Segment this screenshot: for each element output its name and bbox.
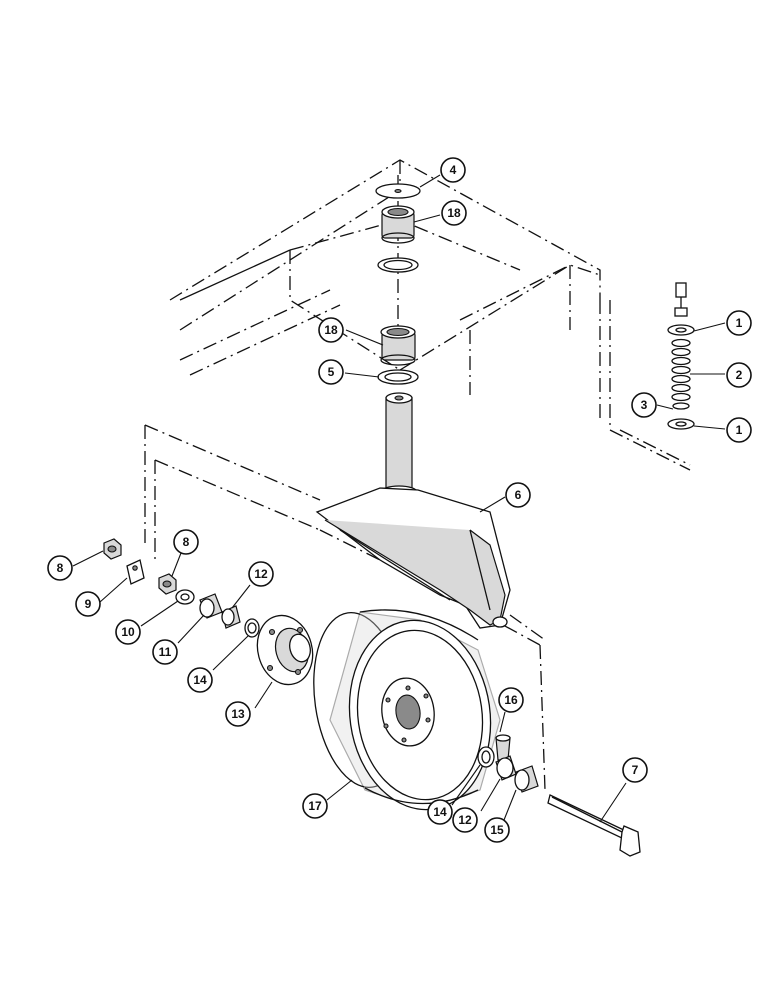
upper-ring [377,257,419,273]
svg-text:11: 11 [159,645,172,659]
bearing-cone-12-right [495,755,517,781]
svg-text:14: 14 [433,805,447,819]
svg-text:12: 12 [458,813,472,827]
callout-8-center: 8 [173,529,199,555]
svg-text:5: 5 [328,365,335,379]
svg-text:15: 15 [490,823,504,837]
bolt-stack-1-2-3 [667,282,695,430]
callout-11: 11 [152,639,178,665]
svg-text:3: 3 [641,398,648,412]
callout-10: 10 [115,619,141,645]
callout-13: 13 [225,701,251,727]
svg-text:18: 18 [447,206,461,220]
svg-text:10: 10 [121,625,135,639]
bushing-18-lower [380,325,416,366]
detail-frame-outline [609,300,691,471]
callout-9: 9 [75,591,101,617]
svg-text:1: 1 [736,423,743,437]
nut-8-left [103,538,122,560]
washer-5 [377,369,419,385]
cap-washer-4 [375,183,421,199]
callout-3: 3 [631,392,657,418]
callout-15: 15 [484,817,510,843]
svg-text:12: 12 [254,567,268,581]
callout-2: 2 [726,362,752,388]
callout-7: 7 [622,757,648,783]
svg-text:16: 16 [504,693,518,707]
callout-12-left: 12 [248,561,274,587]
bushing-18-upper [381,205,415,244]
plate-9 [126,559,145,585]
svg-text:8: 8 [183,535,190,549]
bearing-cup-14-left [244,618,260,638]
axle-bolt-7 [547,794,641,857]
callout-1-lower: 1 [726,417,752,443]
callout-14-right: 14 [427,799,453,825]
bearing-cup-14-right [477,746,495,768]
svg-text:6: 6 [515,488,522,502]
spacer-15 [514,765,539,793]
svg-text:1: 1 [736,316,743,330]
callout-8-left: 8 [47,555,73,581]
svg-text:4: 4 [450,163,457,177]
svg-text:17: 17 [308,799,322,813]
leader-lines [72,174,726,823]
svg-text:18: 18 [324,323,338,337]
svg-text:2: 2 [736,368,743,382]
callout-18-upper: 18 [441,200,467,226]
callout-4: 4 [440,157,466,183]
bearing-cone-12-left [221,605,241,629]
spindle-arm-6 [315,392,511,629]
callout-18-lower: 18 [318,317,344,343]
callout-6: 6 [505,482,531,508]
callout-5: 5 [318,359,344,385]
callout-14-left: 14 [187,667,213,693]
valve-stem-16 [495,734,511,761]
callout-16: 16 [498,687,524,713]
svg-text:14: 14 [193,673,207,687]
wheel-rim-17 [313,609,501,811]
callout-12-right: 12 [452,807,478,833]
nut-8-center [158,573,177,595]
svg-text:7: 7 [632,763,639,777]
callout-1-upper: 1 [726,310,752,336]
spacer-11 [199,593,223,619]
svg-text:9: 9 [85,597,92,611]
callout-17: 17 [302,793,328,819]
hub-13 [256,614,314,686]
svg-text:13: 13 [231,707,245,721]
washer-10 [175,589,195,605]
svg-text:8: 8 [57,561,64,575]
